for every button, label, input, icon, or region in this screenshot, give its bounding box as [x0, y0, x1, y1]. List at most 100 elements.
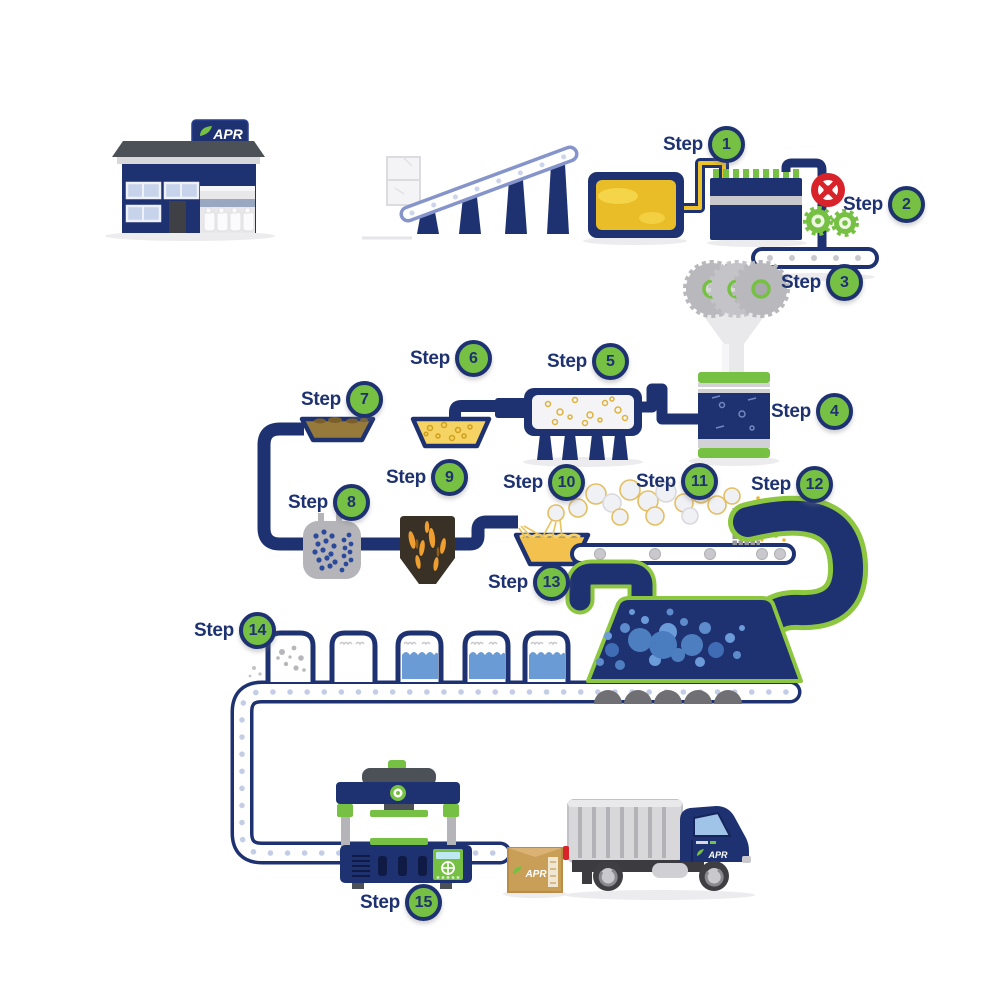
valve-and-gears — [803, 173, 859, 237]
step-15-badge: Step 15 — [360, 884, 442, 921]
step-5-badge: Step 5 — [547, 343, 629, 380]
pellet-tray — [513, 519, 591, 567]
truck-wheels — [593, 861, 729, 891]
rinse-tray — [410, 416, 492, 449]
step-number: 7 — [345, 381, 383, 418]
yellow-pipe — [682, 161, 726, 210]
step-number: 11 — [680, 463, 718, 500]
baler-press — [336, 760, 472, 889]
step-10-badge: Step 10 — [503, 464, 585, 501]
bales — [386, 156, 421, 206]
step-number: 2 — [887, 186, 925, 223]
transfer-pipe — [257, 422, 518, 551]
step-label: Step — [781, 271, 821, 293]
step-11-badge: Step 11 — [636, 463, 718, 500]
step-number: 15 — [404, 884, 442, 921]
step-3-badge: Step 3 — [781, 264, 863, 301]
step-label: Step — [636, 470, 676, 492]
shipping-box: APR — [507, 847, 563, 893]
step-label: Step — [360, 891, 400, 913]
gear-icon — [831, 209, 859, 237]
step-6-badge: Step 6 — [410, 340, 492, 377]
step-number: 6 — [454, 340, 492, 377]
residue-tray — [257, 416, 518, 551]
step-2-badge: Step 2 — [843, 186, 925, 223]
step-14-badge: Step 14 — [194, 612, 276, 649]
step-number: 5 — [591, 343, 629, 380]
step-number: 14 — [238, 612, 276, 649]
step-12-badge: Step 12 — [751, 466, 833, 503]
vessel-inlet-pipe — [449, 400, 506, 424]
box-logo: APR — [524, 869, 547, 880]
factory-garage — [200, 186, 255, 233]
step-label: Step — [194, 619, 234, 641]
factory-door — [169, 201, 186, 233]
gear-icon — [803, 206, 833, 236]
step-label: Step — [751, 473, 791, 495]
output-containers — [248, 630, 571, 682]
sorting-conveyor — [751, 247, 879, 269]
step-label: Step — [547, 350, 587, 372]
step-4-badge: Step 4 — [771, 393, 853, 430]
step-label: Step — [771, 400, 811, 422]
furnace-left-pipe — [565, 559, 657, 621]
feeder-machine — [710, 169, 802, 240]
furnace-wheels — [594, 690, 742, 704]
step-label: Step — [410, 347, 450, 369]
step-8-badge: Step 8 — [288, 484, 370, 521]
vessel-flakes — [544, 396, 629, 427]
step-number: 8 — [332, 484, 370, 521]
delivery-truck: APR — [563, 799, 751, 891]
panel-screen — [436, 852, 460, 859]
step-label: Step — [301, 388, 341, 410]
leaf-icon — [200, 126, 212, 136]
filter-dots — [312, 529, 354, 573]
wash-vessel — [449, 383, 700, 460]
step-number: 13 — [532, 564, 570, 601]
step-number: 3 — [825, 264, 863, 301]
pellet-spray — [518, 519, 563, 545]
infeed-conveyor — [362, 145, 579, 240]
collection-drum — [698, 372, 770, 458]
vessel-outlet-pipe — [636, 383, 700, 425]
main-loop-conveyor — [230, 680, 802, 865]
step-number: 12 — [795, 466, 833, 503]
spilled-flakes — [248, 666, 262, 678]
step-1-badge: Step 1 — [663, 126, 745, 163]
truck-cab: APR — [680, 806, 751, 863]
milk-jugs — [203, 207, 255, 232]
press-control-panel — [433, 849, 463, 880]
container-liquid — [462, 630, 511, 682]
flame-pattern — [408, 521, 446, 571]
valve-pipe — [781, 158, 827, 250]
step-number: 9 — [430, 459, 468, 496]
shipping-label — [548, 857, 558, 887]
step-label: Step — [843, 193, 883, 215]
tail-light — [563, 846, 569, 860]
truck-door-logo: APR — [707, 850, 728, 860]
container-empty — [329, 630, 378, 682]
leaf-icon — [697, 849, 704, 856]
step-label: Step — [488, 571, 528, 593]
factory-windows — [125, 181, 200, 223]
step-13-badge: Step 13 — [488, 564, 570, 601]
container-liquid — [522, 630, 571, 682]
saw-blades — [683, 260, 790, 318]
step-label: Step — [288, 491, 328, 513]
leaf-icon — [513, 866, 522, 874]
step-7-badge: Step 7 — [301, 381, 383, 418]
grinder-funnel — [698, 308, 770, 378]
furnace — [586, 596, 803, 683]
filter-canister — [303, 513, 361, 579]
press-vents — [352, 855, 370, 877]
windshield — [693, 811, 732, 837]
step-label: Step — [386, 466, 426, 488]
vessel-legs — [537, 434, 628, 460]
container-liquid — [395, 630, 444, 682]
factory-building: APR — [112, 119, 265, 233]
furnace-bubbles — [596, 608, 745, 670]
step-label: Step — [663, 133, 703, 155]
press-slots — [378, 856, 427, 876]
oil-tank-assembly — [588, 158, 827, 250]
